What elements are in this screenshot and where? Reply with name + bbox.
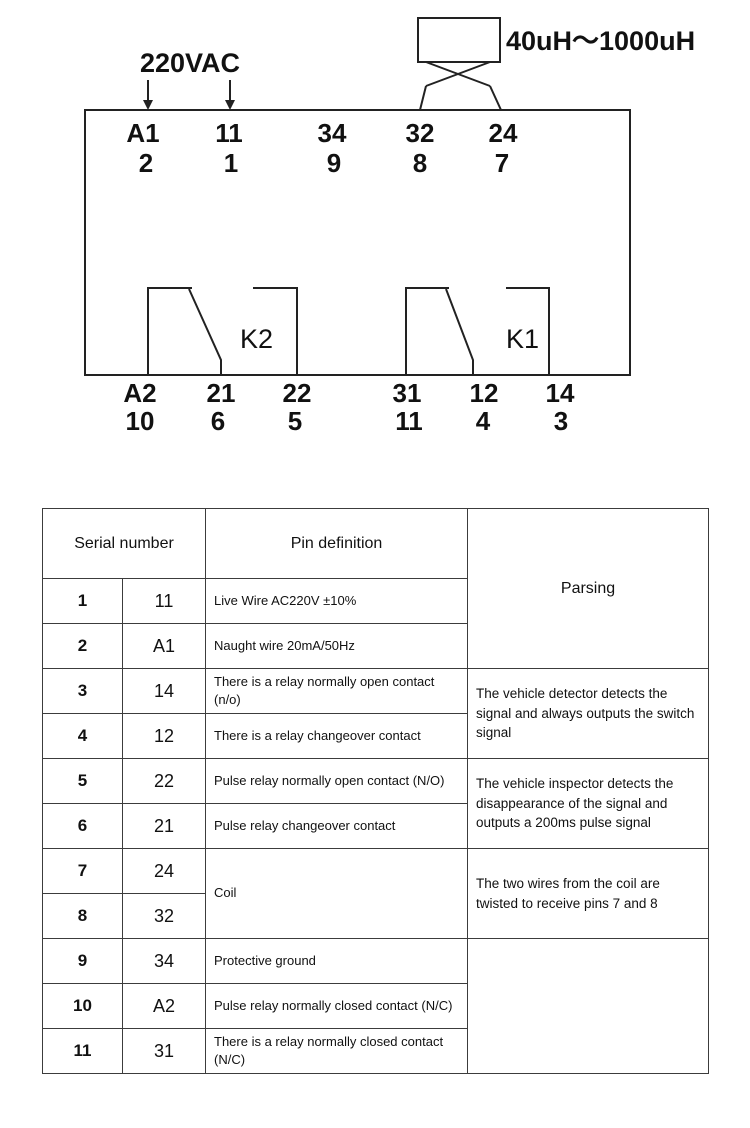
parsing-cell: The two wires from the coil are twisted … xyxy=(467,848,710,939)
bottom-pin-name: 31 xyxy=(393,378,422,408)
serial-no-cell: 11 xyxy=(42,1028,123,1074)
top-pin-name: 32 xyxy=(406,118,435,148)
top-pin-number: 1 xyxy=(224,148,238,178)
top-pin-name: 34 xyxy=(318,118,347,148)
table-row: 11 31 There is a relay normally closed c… xyxy=(42,1028,709,1074)
bottom-pin-name: 14 xyxy=(546,378,575,408)
pin-id-cell: 24 xyxy=(121,848,207,894)
pin-definition-cell: Coil xyxy=(205,848,469,939)
pin-id-cell: 12 xyxy=(121,713,207,759)
pin-id-cell: 31 xyxy=(121,1028,207,1074)
bottom-pin-number: 10 xyxy=(126,406,155,436)
pin-id-cell: 34 xyxy=(121,938,207,984)
pin-definition-cell: There is a relay normally open contact (… xyxy=(205,668,469,714)
supply-arrow-right-icon xyxy=(225,80,235,110)
top-pin-name: A1 xyxy=(126,118,159,148)
supply-arrow-left-icon xyxy=(143,80,153,110)
serial-no-cell: 1 xyxy=(42,578,123,624)
bottom-pin-name: 12 xyxy=(470,378,499,408)
table-row: 2 A1 Naught wire 20mA/50Hz xyxy=(42,623,709,669)
pin-id-cell: 14 xyxy=(121,668,207,714)
pin-id-cell: 22 xyxy=(121,758,207,804)
serial-no-cell: 6 xyxy=(42,803,123,849)
pin-definition-cell: Pulse relay changeover contact xyxy=(205,803,469,849)
relay-k2-symbol xyxy=(147,287,298,375)
loop-coil-symbol xyxy=(417,17,501,63)
pin-id-cell: 11 xyxy=(121,578,207,624)
parsing-cell: The vehicle detector detects the signal … xyxy=(467,668,710,759)
table-row: 9 34 Protective ground xyxy=(42,938,710,1074)
serial-no-cell: 5 xyxy=(42,758,123,804)
bottom-pin-name: 22 xyxy=(283,378,312,408)
pin-definition-cell: Protective ground xyxy=(205,938,469,984)
bottom-pin-number: 6 xyxy=(211,406,225,436)
table-row: 8 32 xyxy=(42,893,709,939)
pin-table: Serial number Pin definition Parsing 1 1… xyxy=(41,508,710,1074)
table-row: 3 14 There is a relay normally open cont… xyxy=(42,668,710,759)
pin-id-cell: 32 xyxy=(121,893,207,939)
twisted-pair-wires xyxy=(419,61,502,111)
pin-definition-cell: Pulse relay normally closed contact (N/C… xyxy=(205,983,469,1029)
pin-id-cell: 21 xyxy=(121,803,207,849)
serial-no-cell: 3 xyxy=(42,668,123,714)
wiring-diagram-svg: 220VAC 40uH～1000uH K2 K1 A1 11 34 32 24 … xyxy=(84,17,695,436)
relay-k1-symbol xyxy=(405,287,550,375)
wiring-diagram: 220VAC 40uH～1000uH K2 K1 A1 11 34 32 24 … xyxy=(0,0,750,480)
pin-definition-cell: There is a relay changeover contact xyxy=(205,713,469,759)
pin-definition-cell: Live Wire AC220V ±10% xyxy=(205,578,469,624)
table-row: 7 24 Coil The two wires from the coil ar… xyxy=(42,848,710,939)
table-row: 5 22 Pulse relay normally open contact (… xyxy=(42,758,710,849)
supply-voltage-label: 220VAC xyxy=(140,48,240,78)
pin-id-cell: A2 xyxy=(121,983,207,1029)
serial-no-cell: 7 xyxy=(42,848,123,894)
serial-no-cell: 8 xyxy=(42,893,123,939)
inductor-range-label: 40uH～1000uH xyxy=(506,26,695,56)
table-row: 6 21 Pulse relay changeover contact xyxy=(42,803,709,849)
parsing-cell xyxy=(467,938,710,1074)
top-pin-number: 7 xyxy=(495,148,509,178)
pin-definition-cell: Pulse relay normally open contact (N/O) xyxy=(205,758,469,804)
bottom-pin-number: 11 xyxy=(395,406,423,436)
device-outline xyxy=(84,109,631,376)
parsing-header: Parsing xyxy=(467,508,710,669)
top-pin-number: 2 xyxy=(139,148,153,178)
bottom-pin-number: 4 xyxy=(476,406,491,436)
top-pin-number: 9 xyxy=(327,148,341,178)
serial-no-cell: 2 xyxy=(42,623,123,669)
pin-id-cell: A1 xyxy=(121,623,207,669)
top-pin-number: 8 xyxy=(413,148,427,178)
pin-definition-cell: There is a relay normally closed contact… xyxy=(205,1028,469,1074)
top-pin-name: 11 xyxy=(215,118,243,148)
table-row: 4 12 There is a relay changeover contact xyxy=(42,713,709,759)
table-row: 10 A2 Pulse relay normally closed contac… xyxy=(42,983,709,1029)
top-pin-name: 24 xyxy=(489,118,518,148)
serial-number-header: Serial number xyxy=(41,508,207,579)
serial-no-cell: 4 xyxy=(42,713,123,759)
bottom-pin-number: 3 xyxy=(554,406,568,436)
parsing-cell: The vehicle inspector detects the disapp… xyxy=(467,758,710,849)
bottom-pin-name: A2 xyxy=(123,378,156,408)
serial-no-cell: 9 xyxy=(42,938,123,984)
serial-no-cell: 10 xyxy=(42,983,123,1029)
bottom-pin-number: 5 xyxy=(288,406,302,436)
pin-definition-cell: Naught wire 20mA/50Hz xyxy=(205,623,469,669)
pin-definition-header: Pin definition xyxy=(205,508,469,579)
bottom-pin-name: 21 xyxy=(207,378,236,408)
relay-k1-label: K1 xyxy=(506,324,539,354)
relay-k2-label: K2 xyxy=(240,324,273,354)
